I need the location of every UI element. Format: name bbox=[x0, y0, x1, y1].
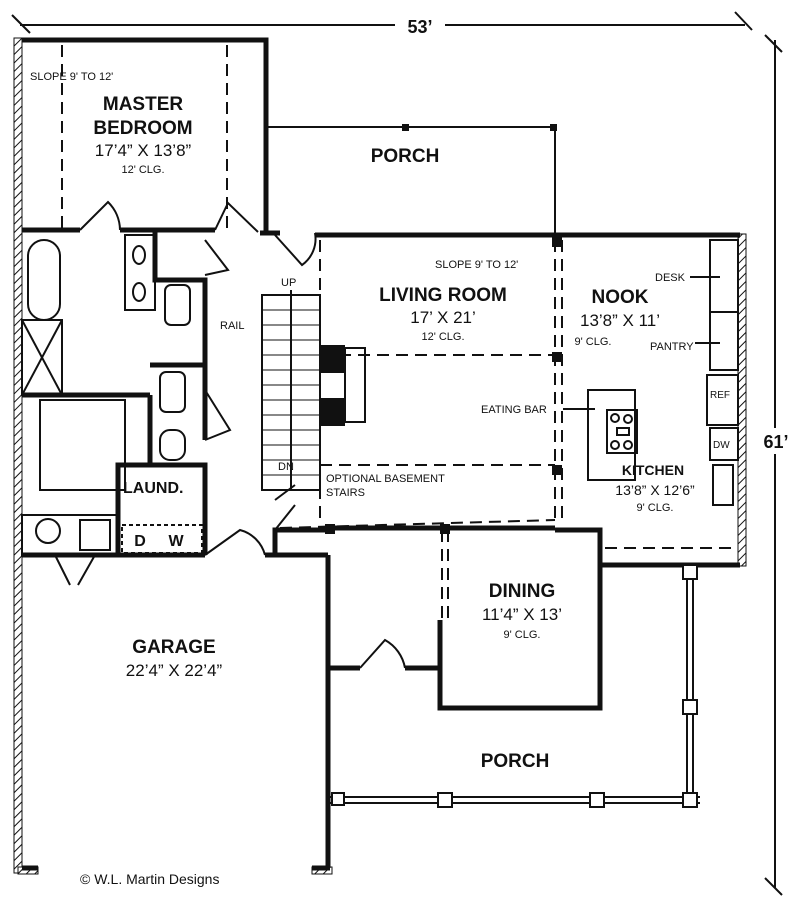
master-bedroom: SLOPE 9' TO 12' MASTER BEDROOM 17’4” X 1… bbox=[30, 71, 193, 176]
kitchen: KITCHEN 13’8” X 12’6” 9' CLG. bbox=[615, 462, 695, 514]
porch-structure bbox=[268, 124, 700, 808]
ceiling-height: 9' CLG. bbox=[504, 629, 541, 641]
rail-note: RAIL bbox=[220, 320, 244, 332]
right-exterior-wall bbox=[737, 233, 747, 567]
porch-rear-label: PORCH bbox=[371, 146, 440, 167]
ref-label: REF bbox=[710, 390, 730, 401]
laundry: LAUND. D W bbox=[121, 480, 203, 554]
ceiling-height: 12' CLG. bbox=[421, 331, 464, 343]
room-size: 17’ X 21’ bbox=[410, 308, 476, 327]
ceiling-height: 12' CLG. bbox=[121, 164, 164, 176]
garage: GARAGE 22’4” X 22’4” bbox=[126, 637, 223, 680]
basement-note: OPTIONAL BASEMENT bbox=[326, 473, 445, 485]
slope-note: SLOPE 9' TO 12' bbox=[30, 71, 113, 83]
stairs bbox=[261, 290, 366, 491]
room-name: LIVING ROOM bbox=[379, 285, 507, 306]
nook: NOOK 13’8” X 11’ 9' CLG. bbox=[575, 287, 660, 348]
ceiling-height: 9' CLG. bbox=[575, 336, 612, 348]
kitchen-fixtures bbox=[587, 239, 739, 506]
dimension-width: 53’ bbox=[11, 11, 753, 37]
dining: DINING 11’4” X 13’ 9' CLG. bbox=[482, 581, 562, 641]
dn-label: DN bbox=[278, 461, 294, 473]
room-name: KITCHEN bbox=[622, 462, 684, 478]
doors bbox=[54, 200, 406, 669]
dryer-label: D bbox=[134, 533, 146, 550]
eating-bar-note: EATING BAR bbox=[481, 404, 547, 416]
toilet bbox=[164, 284, 191, 326]
room-name: LAUND. bbox=[123, 480, 183, 497]
washer-label: W bbox=[168, 533, 184, 550]
pantry-note: PANTRY bbox=[650, 341, 694, 353]
slope-note: SLOPE 9' TO 12' bbox=[435, 259, 518, 271]
bath-fixtures bbox=[21, 234, 191, 556]
basement-note-2: STAIRS bbox=[326, 487, 365, 499]
room-name: DINING bbox=[489, 581, 556, 602]
room-size: 17’4” X 13’8” bbox=[95, 141, 192, 160]
shower bbox=[21, 319, 63, 396]
annotations: DESK PANTRY REF DW EATING BAR RAIL UP DN… bbox=[80, 272, 730, 887]
toilet-2 bbox=[159, 371, 186, 413]
porch-front-label: PORCH bbox=[481, 751, 550, 772]
room-name: GARAGE bbox=[132, 637, 215, 658]
left-exterior-wall bbox=[13, 37, 23, 874]
dimension-depth: 61’ bbox=[755, 34, 800, 896]
room-size: 13’8” X 11’ bbox=[580, 311, 660, 330]
room-name: MASTER bbox=[103, 94, 184, 115]
up-label: UP bbox=[281, 277, 296, 289]
room-name: BEDROOM bbox=[93, 118, 192, 139]
copyright: © W.L. Martin Designs bbox=[80, 871, 219, 887]
room-size: 13’8” X 12’6” bbox=[615, 482, 695, 498]
room-size: 22’4” X 22’4” bbox=[126, 661, 223, 680]
cooktop bbox=[606, 409, 638, 454]
living-room: SLOPE 9' TO 12' LIVING ROOM 17’ X 21’ 12… bbox=[379, 259, 518, 343]
ceiling-lines bbox=[61, 45, 735, 620]
dw-label: DW bbox=[713, 440, 730, 451]
island bbox=[587, 389, 636, 481]
bathtub bbox=[27, 239, 61, 321]
room-name: NOOK bbox=[592, 287, 649, 308]
room-size: 11’4” X 13’ bbox=[482, 605, 562, 624]
depth-label: 61’ bbox=[763, 432, 788, 452]
vanity bbox=[124, 234, 156, 311]
desk-note: DESK bbox=[655, 272, 686, 284]
width-label: 53’ bbox=[407, 17, 432, 37]
ceiling-height: 9' CLG. bbox=[637, 502, 674, 514]
